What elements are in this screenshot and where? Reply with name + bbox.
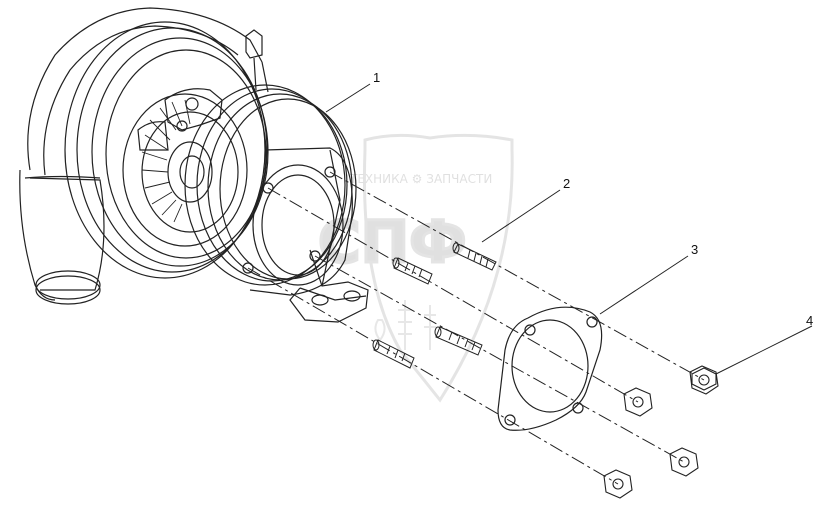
gasket bbox=[497, 306, 603, 431]
stud-top-right bbox=[452, 242, 497, 271]
assembly-lines bbox=[247, 171, 705, 485]
nut-3 bbox=[669, 447, 699, 477]
turbine-housing bbox=[184, 84, 369, 323]
leader-lines bbox=[325, 83, 813, 375]
watermark-top-text: ТЕХНИКА ⚙ ЗАПЧАСТИ bbox=[349, 172, 492, 186]
stud-lower-right bbox=[434, 326, 483, 356]
callout-4: 4 bbox=[806, 313, 813, 328]
nut-set bbox=[603, 365, 719, 499]
callout-2: 2 bbox=[563, 176, 570, 191]
turbocharger-housing bbox=[19, 7, 269, 305]
callout-3: 3 bbox=[691, 242, 698, 257]
callout-1: 1 bbox=[373, 70, 380, 85]
